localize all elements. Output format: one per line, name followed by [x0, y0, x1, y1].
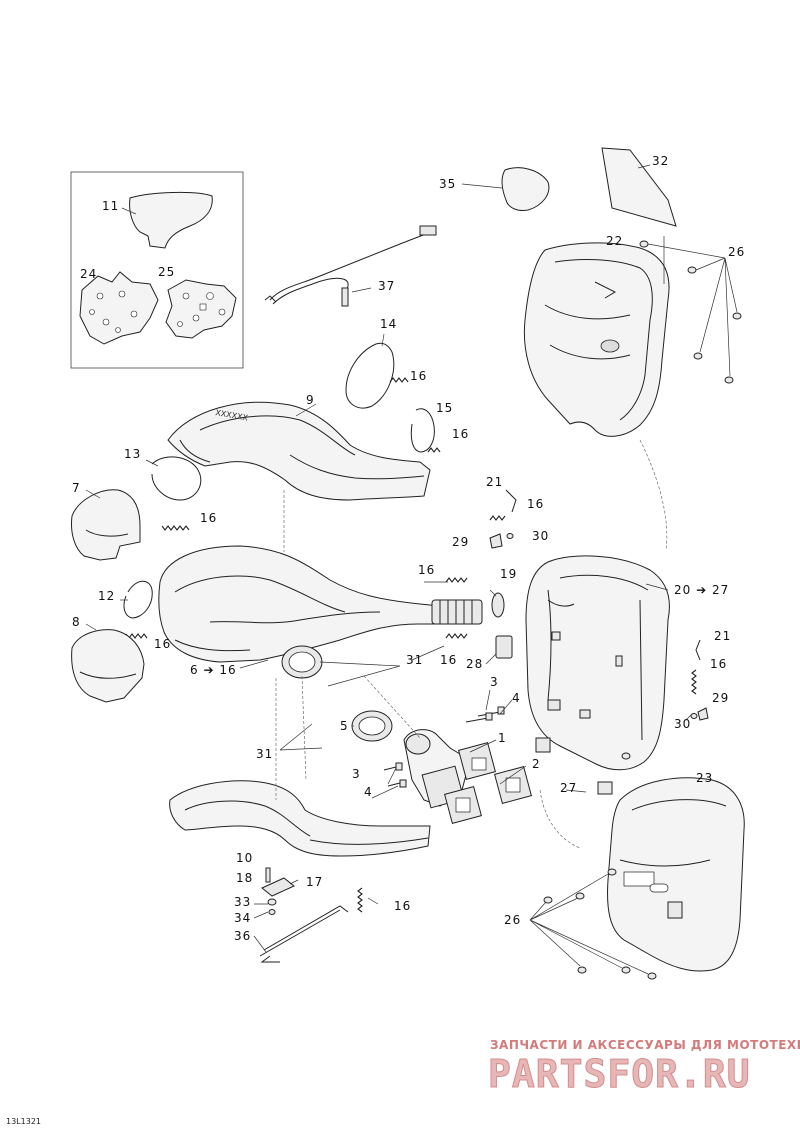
assembly-lines [275, 439, 668, 849]
label-12: 12 [98, 589, 115, 603]
label-16-i: 16 [394, 899, 411, 913]
label-19: 19 [500, 567, 517, 581]
label-35: 35 [439, 177, 456, 191]
label-8: 8 [72, 615, 81, 629]
label-4-a: 4 [512, 691, 521, 705]
label-26-top: 26 [728, 245, 745, 259]
part-2-gaskets[interactable] [444, 766, 532, 824]
part-23-muffler-cover[interactable] [607, 777, 745, 972]
label-4-b: 4 [364, 785, 373, 799]
part-labels: 35 32 22 26 11 24 25 37 14 16 9 15 16 13… [72, 154, 745, 943]
label-24: 24 [80, 267, 97, 281]
part-8-heat-shield[interactable] [71, 629, 145, 703]
part-27-bumper-2[interactable] [597, 781, 613, 795]
part-6-collar[interactable] [281, 645, 323, 679]
part-5-ring[interactable] [351, 710, 393, 742]
label-11: 11 [102, 199, 119, 213]
label-7: 7 [72, 481, 81, 495]
label-2: 2 [532, 757, 541, 771]
document-id: 13L1321 [6, 1117, 41, 1126]
label-37: 37 [378, 279, 395, 293]
label-25: 25 [158, 265, 175, 279]
label-3-a: 3 [490, 675, 499, 689]
part-19-sleeve[interactable] [491, 592, 505, 618]
label-26-bottom: 26 [504, 913, 521, 927]
label-31-b: 31 [256, 747, 273, 761]
part-17-bracket[interactable] [259, 867, 349, 963]
label-20: 20 ➔ 27 [674, 583, 729, 597]
label-22: 22 [606, 234, 623, 248]
label-16-b: 16 [452, 427, 469, 441]
part-21-hook-right[interactable] [695, 639, 701, 661]
part-32-heat-shield[interactable] [601, 147, 677, 227]
part-30-washer-right[interactable] [690, 713, 698, 719]
part-15-ring[interactable] [410, 408, 435, 453]
label-6: 6 ➔ 16 [190, 663, 237, 677]
label-29-b: 29 [712, 691, 729, 705]
springs-16[interactable] [125, 377, 697, 913]
washers-26-bottom[interactable] [529, 868, 657, 980]
label-36: 36 [234, 929, 251, 943]
label-28: 28 [466, 657, 483, 671]
label-16-d: 16 [200, 511, 217, 525]
watermark-tagline: ЗАПЧАСТИ И АКСЕССУАРЫ ДЛЯ МОТОТЕХНИКИ [490, 1038, 800, 1052]
label-9: 9 [306, 393, 315, 407]
label-10: 10 [236, 851, 253, 865]
part-29-clip-right[interactable] [697, 707, 709, 721]
part-13-ring[interactable] [151, 456, 202, 501]
label-5: 5 [340, 719, 349, 733]
studs-3-nuts-4[interactable] [383, 706, 505, 788]
label-33: 33 [234, 895, 251, 909]
label-16-f: 16 [154, 637, 171, 651]
label-34: 34 [234, 911, 251, 925]
part-20-muffler[interactable] [525, 555, 670, 771]
label-31-a: 31 [406, 653, 423, 667]
label-15: 15 [436, 401, 453, 415]
part-7-heat-shield[interactable] [71, 489, 141, 561]
part-12-ring[interactable] [123, 580, 153, 619]
part-21-hook[interactable] [505, 489, 517, 513]
label-32: 32 [652, 154, 669, 168]
label-27: 27 [560, 781, 577, 795]
label-21-a: 21 [486, 475, 503, 489]
label-16-g: 16 [440, 653, 457, 667]
part-14-ring[interactable] [345, 342, 395, 409]
label-30-b: 30 [674, 717, 691, 731]
part-24-gasket[interactable] [79, 271, 159, 345]
part-35-heat-shield[interactable] [501, 167, 550, 211]
inset-box [70, 171, 244, 369]
label-13: 13 [124, 447, 141, 461]
label-16-a: 16 [410, 369, 427, 383]
label-16-c: 16 [527, 497, 544, 511]
washers-26-top[interactable] [639, 240, 742, 384]
label-16-e: 16 [418, 563, 435, 577]
part-29-clip[interactable] [489, 533, 503, 549]
label-23: 23 [696, 771, 713, 785]
label-16-h: 16 [710, 657, 727, 671]
label-1: 1 [498, 731, 507, 745]
label-18: 18 [236, 871, 253, 885]
part-10-pipe[interactable] [169, 780, 431, 857]
leader-lines [85, 164, 693, 953]
watermark-logo: PARTSFOR.RU [488, 1052, 751, 1097]
part-27-bumper[interactable] [535, 737, 551, 753]
part-11-heat-shield[interactable] [129, 191, 213, 249]
part-6-tuned-pipe[interactable] [158, 545, 483, 663]
part-30-washer[interactable] [506, 533, 514, 539]
label-30-a: 30 [532, 529, 549, 543]
label-21-b: 21 [714, 629, 731, 643]
label-17: 17 [306, 875, 323, 889]
part-1-manifold[interactable] [403, 729, 496, 809]
part-28-connector[interactable] [495, 635, 513, 659]
label-3-b: 3 [352, 767, 361, 781]
part-22-muffler-cover[interactable] [523, 242, 670, 437]
part-9-exhaust-pipe[interactable]: XXXXXX [167, 401, 431, 501]
label-14: 14 [380, 317, 397, 331]
label-29-a: 29 [452, 535, 469, 549]
part-37-sensor[interactable] [264, 225, 437, 307]
